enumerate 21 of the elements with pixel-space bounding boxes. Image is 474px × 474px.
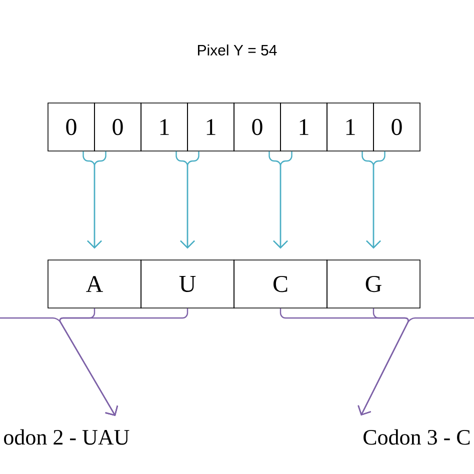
codon-label: odon 2 - UAU — [4, 429, 130, 445]
nucleotide-cell: U — [140, 260, 234, 308]
arrow — [59, 308, 188, 416]
codon-label: Codon 3 - C — [364, 429, 470, 445]
bit-cell: 1 — [280, 102, 328, 152]
bit-cell: 0 — [373, 102, 420, 152]
arrow — [366, 151, 386, 249]
bit-cell: 1 — [140, 102, 188, 152]
nucleotide-cell: C — [234, 260, 328, 308]
arrow — [273, 151, 292, 249]
arrow — [180, 151, 200, 249]
nucleotide-cell: G — [326, 260, 420, 308]
bit-cell: 0 — [94, 102, 142, 152]
bit-cell: 0 — [234, 102, 281, 152]
bit-cell: 1 — [326, 102, 374, 152]
bit-cell: 1 — [187, 102, 234, 152]
bit-cell: 0 — [48, 102, 95, 152]
title: Pixel Y = 54 — [198, 44, 277, 56]
nucleotide-cell: A — [48, 260, 142, 308]
arrow — [87, 151, 106, 249]
arrow — [358, 317, 474, 416]
